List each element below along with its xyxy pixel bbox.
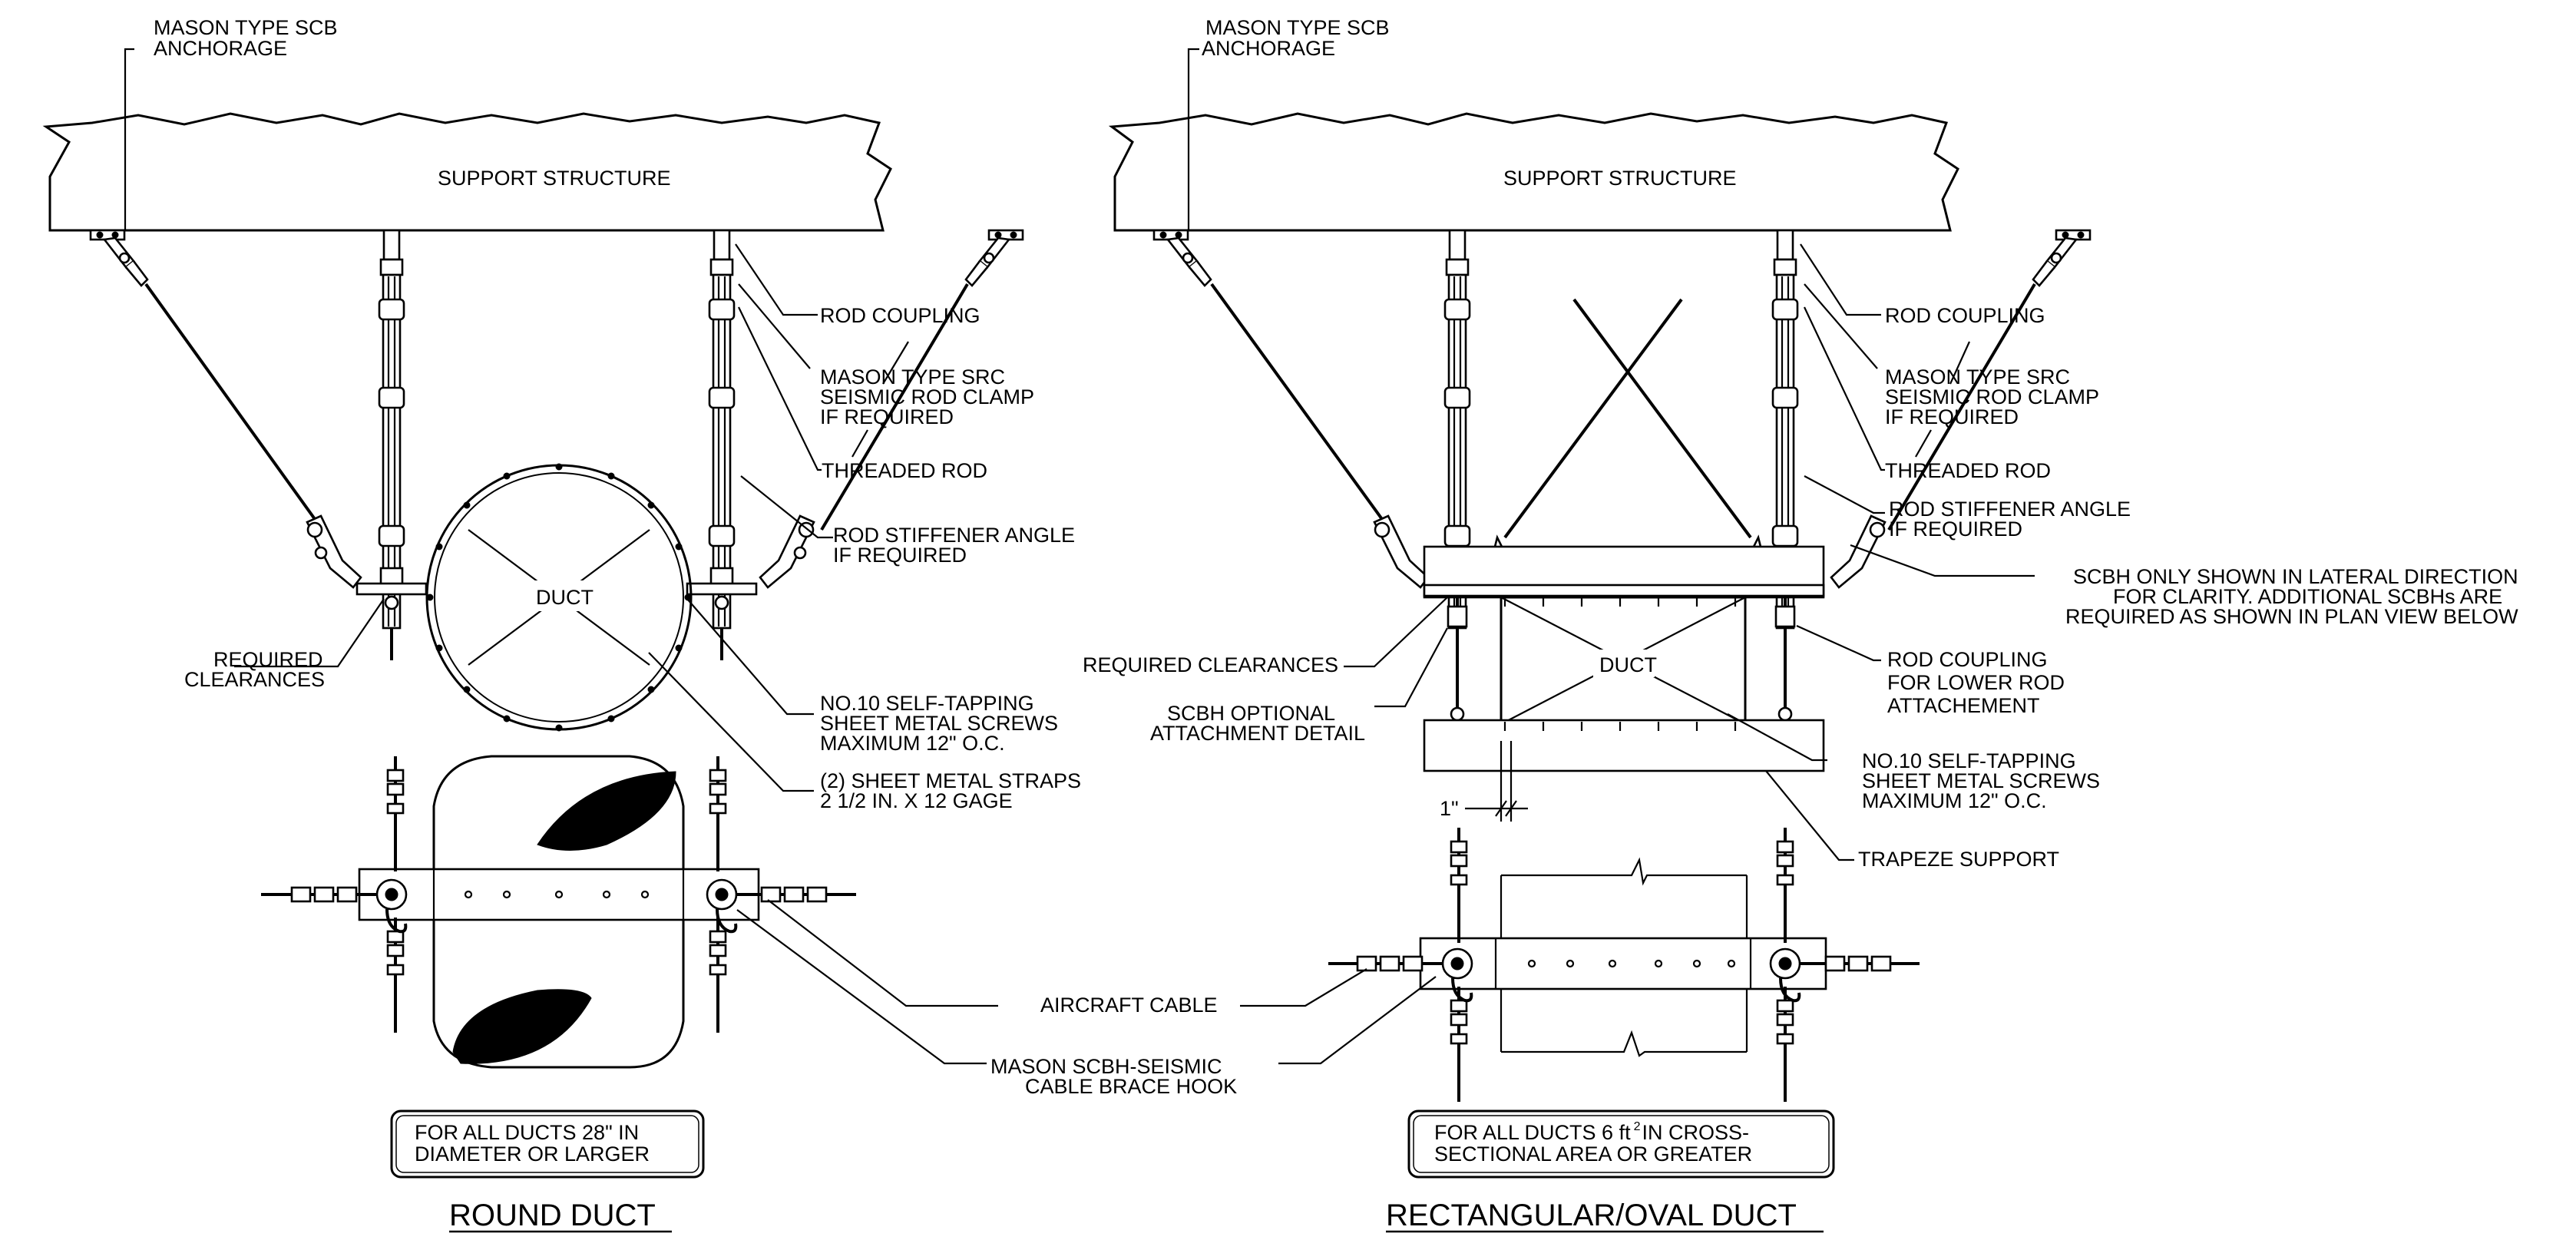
left-scbh-1 xyxy=(306,514,362,589)
lower-coupling-label-2: FOR LOWER ROD xyxy=(1887,671,2065,694)
threaded-rod-label-right: THREADED ROD xyxy=(1885,459,2051,482)
src-label-right-3: IF REQUIRED xyxy=(1885,405,2019,428)
src-label-2: SEISMIC ROD CLAMP xyxy=(820,385,1034,408)
clearances-label-1: REQUIRED xyxy=(213,648,323,671)
trapeze-label: TRAPEZE SUPPORT xyxy=(1858,848,2059,871)
screws-label-right-1: NO.10 SELF-TAPPING xyxy=(1862,749,2076,772)
aircraft-cable-label: AIRCRAFT CABLE xyxy=(1040,994,1218,1017)
src-label-right-2: SEISMIC ROD CLAMP xyxy=(1885,385,2099,408)
straps-label-1: (2) SHEET METAL STRAPS xyxy=(820,769,1081,792)
duct-label: DUCT xyxy=(536,586,594,609)
stiffener-label-1: ROD STIFFENER ANGLE xyxy=(833,524,1075,547)
scbh-label-1: MASON SCBH-SEISMIC xyxy=(990,1055,1222,1078)
stiffener-label-right-2: IF REQUIRED xyxy=(1889,517,2022,541)
lower-coupling-label-3: ATTACHEMENT xyxy=(1887,694,2040,717)
rect-note-line-2: SECTIONAL AREA OR GREATER xyxy=(1434,1142,1752,1166)
clearances-label-2: CLEARANCES xyxy=(184,668,325,691)
screws-label-right-2: SHEET METAL SCREWS xyxy=(1862,769,2100,792)
round-duct-title: ROUND DUCT xyxy=(449,1199,656,1232)
support-structure-slab-right xyxy=(1108,112,1959,232)
anchorage-label-right: MASON TYPE SCB xyxy=(1205,16,1390,39)
support-structure-label-right: SUPPORT STRUCTURE xyxy=(1503,167,1737,190)
duct-label-right: DUCT xyxy=(1599,653,1657,676)
duct-break-upper xyxy=(537,771,676,851)
rectangular-duct-detail: SUPPORT STRUCTURE MASON TYPE SCB ANCHORA… xyxy=(1083,16,2518,1233)
support-structure-slab xyxy=(42,112,892,232)
dimension-label: 1" xyxy=(1440,797,1459,820)
src-label-1: MASON TYPE SRC xyxy=(820,365,1005,389)
rectangular-duct-plan-view xyxy=(1328,826,1920,1103)
round-duct-plan-view xyxy=(261,755,856,1069)
left-scbh-2 xyxy=(759,514,815,589)
round-duct-section: DUCT xyxy=(425,463,693,732)
scbh-label-2: CABLE BRACE HOOK xyxy=(1025,1075,1237,1098)
rod-coupling-label-right: ROD COUPLING xyxy=(1885,304,2045,327)
screws-label-3: MAXIMUM 12" O.C. xyxy=(820,732,1005,755)
anchorage-label: MASON TYPE SCB xyxy=(154,16,338,39)
optional-label-2: ATTACHMENT DETAIL xyxy=(1150,722,1365,745)
stiffener-label-right-1: ROD STIFFENER ANGLE xyxy=(1889,498,2131,521)
round-duct-detail: SUPPORT STRUCTURE MASON TYPE SCB ANCHORA… xyxy=(42,16,1237,1233)
lower-coupling-label-1: ROD COUPLING xyxy=(1887,648,2048,671)
clearances-label-right: REQUIRED CLEARANCES xyxy=(1083,653,1338,676)
stiffener-label-2: IF REQUIRED xyxy=(833,544,967,567)
rod-coupling-label: ROD COUPLING xyxy=(820,304,980,327)
duct-break-lower xyxy=(452,989,592,1064)
left-anchor xyxy=(89,229,149,287)
scbh-note-line-1: SCBH ONLY SHOWN IN LATERAL DIRECTION xyxy=(2073,565,2518,588)
anchorage-label-2: ANCHORAGE xyxy=(154,37,287,60)
scbh-note-line-3: REQUIRED AS SHOWN IN PLAN VIEW BELOW xyxy=(2065,605,2518,628)
scbh-note-line-2: FOR CLARITY. ADDITIONAL SCBHs ARE xyxy=(2113,585,2502,608)
screws-label-right-3: MAXIMUM 12" O.C. xyxy=(1862,789,2047,812)
straps-label-2: 2 1/2 IN. X 12 GAGE xyxy=(820,789,1013,812)
optional-label-1: SCBH OPTIONAL xyxy=(1167,702,1335,725)
rect-duct-title: RECTANGULAR/OVAL DUCT xyxy=(1386,1199,1797,1232)
round-note-line-1: FOR ALL DUCTS 28" IN xyxy=(415,1121,639,1144)
support-structure-label: SUPPORT STRUCTURE xyxy=(438,167,671,190)
anchorage-label-right-2: ANCHORAGE xyxy=(1202,37,1335,60)
threaded-rod-label: THREADED ROD xyxy=(822,459,987,482)
src-label-right-1: MASON TYPE SRC xyxy=(1885,365,2070,389)
src-label-3: IF REQUIRED xyxy=(820,405,954,428)
screws-label-1: NO.10 SELF-TAPPING xyxy=(820,692,1034,715)
round-note-line-2: DIAMETER OR LARGER xyxy=(415,1142,650,1166)
screws-label-2: SHEET METAL SCREWS xyxy=(820,712,1058,735)
rectangular-duct-section: DUCT xyxy=(1500,596,1747,726)
